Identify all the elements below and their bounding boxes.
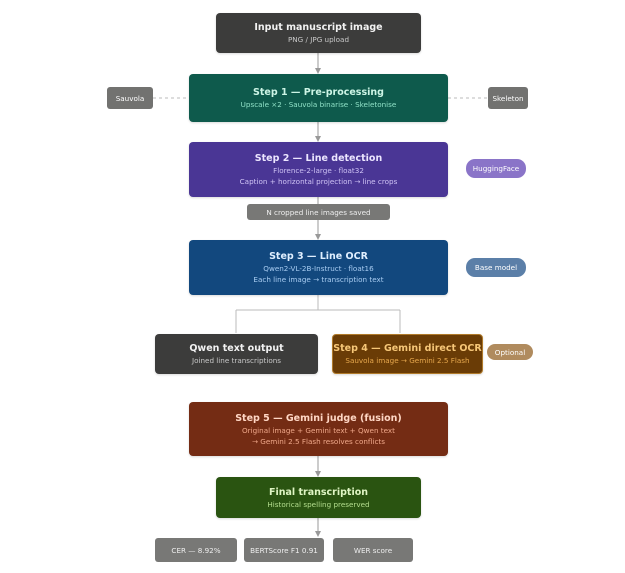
node-qwen-output-title: Qwen text output (189, 343, 284, 354)
metric-bertscore: BERTScore F1 0.91 (244, 538, 324, 562)
tag-optional: Optional (487, 344, 533, 360)
node-final-subtitle: Historical spelling preserved (267, 499, 370, 509)
node-step3-line1: Qwen2-VL-2B-Instruct · float16 (263, 264, 374, 273)
node-qwen-output-subtitle: Joined line transcriptions (191, 356, 282, 365)
node-step5-line1: Original image + Gemini text + Qwen text (242, 425, 395, 435)
node-step2: Step 2 — Line detection Florence-2-large… (189, 142, 448, 197)
tag-skeleton: Skeleton (488, 87, 528, 109)
node-step1-subtitle: Upscale ×2 · Sauvola binarise · Skeleton… (240, 100, 397, 109)
node-step4-subtitle: Sauvola image → Gemini 2.5 Flash (345, 356, 470, 365)
node-qwen-output: Qwen text output Joined line transcripti… (155, 334, 318, 374)
metric-cer: CER — 8.92% (155, 538, 237, 562)
node-input-title: Input manuscript image (254, 22, 383, 33)
tag-base-model: Base model (466, 258, 526, 277)
node-step3-title: Step 3 — Line OCR (269, 251, 368, 262)
node-step5-title: Step 5 — Gemini judge (fusion) (235, 412, 402, 424)
node-crops: N cropped line images saved (247, 204, 390, 220)
tag-sauvola: Sauvola (107, 87, 153, 109)
node-step3: Step 3 — Line OCR Qwen2-VL-2B-Instruct ·… (189, 240, 448, 295)
node-final: Final transcription Historical spelling … (216, 477, 421, 518)
node-input: Input manuscript image PNG / JPG upload (216, 13, 421, 53)
node-step5-line2: → Gemini 2.5 Flash resolves conflicts (252, 436, 385, 446)
metric-wer: WER score (333, 538, 413, 562)
node-step4: Step 4 — Gemini direct OCR Sauvola image… (332, 334, 483, 374)
node-step1: Step 1 — Pre-processing Upscale ×2 · Sau… (189, 74, 448, 122)
node-step1-title: Step 1 — Pre-processing (253, 87, 384, 98)
edge-step3-split (235, 295, 401, 333)
node-step2-line1: Florence-2-large · float32 (273, 166, 364, 175)
node-step2-title: Step 2 — Line detection (254, 153, 383, 164)
node-input-subtitle: PNG / JPG upload (287, 35, 350, 44)
tag-huggingface: HuggingFace (466, 159, 526, 178)
node-step4-title: Step 4 — Gemini direct OCR (333, 343, 482, 354)
node-step5: Step 5 — Gemini judge (fusion) Original … (189, 402, 448, 456)
node-final-title: Final transcription (269, 486, 368, 498)
node-step2-line2: Caption + horizontal projection → line c… (239, 177, 398, 186)
node-step3-line2: Each line image → transcription text (253, 275, 384, 284)
